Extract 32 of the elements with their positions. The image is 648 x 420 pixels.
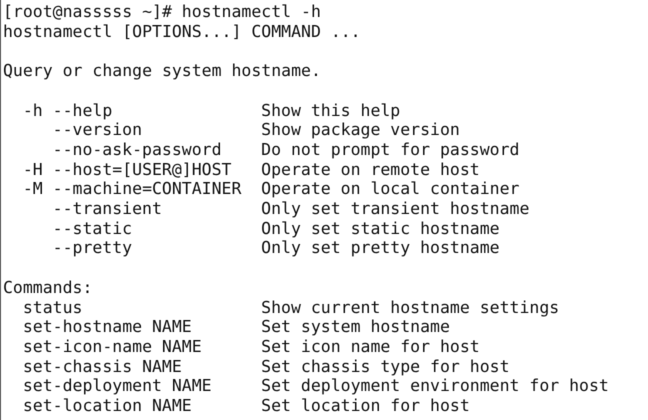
command-description: Set deployment environment for host bbox=[261, 376, 609, 396]
option-description: Operate on local container bbox=[261, 179, 520, 200]
command-name: set-icon-name NAME bbox=[22, 336, 202, 357]
option-name: -h --help bbox=[22, 100, 112, 120]
option-name: --no-ask-password bbox=[52, 140, 222, 160]
command-name: set-location NAME bbox=[22, 396, 192, 416]
command-description: Show current hostname settings bbox=[261, 298, 560, 318]
option-description: Do not prompt for password bbox=[261, 140, 520, 160]
command-description: Set icon name for host bbox=[261, 336, 480, 357]
shell-prompt: [root@nasssss ~]# hostnamectl -h bbox=[3, 2, 321, 22]
option-description: Show this help bbox=[261, 100, 400, 120]
option-name: --static bbox=[52, 218, 132, 239]
command-description: Set system hostname bbox=[261, 317, 450, 338]
option-description: Operate on remote host bbox=[261, 160, 480, 180]
command-name: set-chassis NAME bbox=[22, 356, 182, 377]
command-name: set-deployment NAME bbox=[22, 376, 212, 396]
option-description: Show package version bbox=[261, 120, 460, 140]
option-description: Only set transient hostname bbox=[261, 199, 530, 219]
command-name: set-hostname NAME bbox=[22, 317, 192, 338]
option-name: -H --host=[USER@]HOST bbox=[22, 160, 232, 180]
option-name: --pretty bbox=[52, 238, 132, 258]
option-description: Only set pretty hostname bbox=[261, 238, 500, 258]
command-description: Set chassis type for host bbox=[261, 356, 510, 377]
usage-line: hostnamectl [OPTIONS...] COMMAND ... bbox=[3, 22, 361, 42]
option-name: -M --machine=CONTAINER bbox=[22, 179, 242, 200]
command-description: Set location for host bbox=[261, 396, 470, 416]
option-name: --version bbox=[52, 120, 142, 140]
option-name: --transient bbox=[52, 199, 162, 219]
description-text: Query or change system hostname. bbox=[3, 61, 321, 82]
command-name: status bbox=[22, 298, 82, 318]
section-heading: Commands: bbox=[3, 278, 92, 298]
option-description: Only set static hostname bbox=[261, 218, 500, 239]
